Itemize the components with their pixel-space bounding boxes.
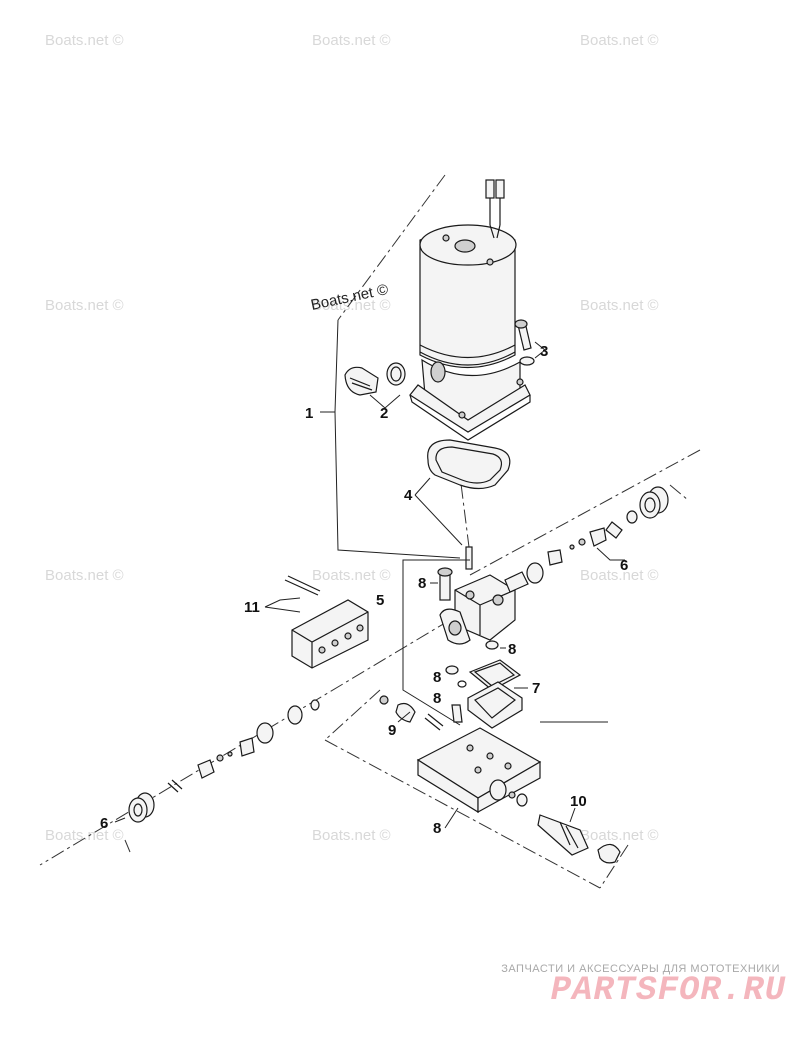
- watermark: Boats.net ©: [312, 827, 391, 844]
- watermark: Boats.net ©: [45, 567, 124, 584]
- check-valve-stack-left: [114, 699, 320, 823]
- valve-body-part-5: [402, 559, 529, 726]
- base-plate-part-8: [416, 727, 542, 829]
- watermark: Boats.net ©: [45, 297, 124, 314]
- callout-8-base-plate: 8: [433, 820, 441, 837]
- screw-part-8-top: [430, 567, 453, 601]
- spring-part-9: [379, 695, 444, 731]
- callout-9: 9: [388, 722, 396, 739]
- callout-8-spring: 8: [433, 690, 441, 707]
- watermark: Boats.net ©: [580, 827, 659, 844]
- assembly-axis-lines: [39, 174, 701, 889]
- partsfor-logo: PARTSFOR.RU: [550, 972, 786, 1010]
- watermark: Boats.net ©: [312, 297, 391, 314]
- watermark: Boats.net ©: [580, 297, 659, 314]
- callout-1: 1: [305, 405, 313, 422]
- watermark: Boats.net ©: [312, 32, 391, 49]
- callout-5: 5: [376, 592, 384, 609]
- callout-4: 4: [404, 487, 413, 504]
- plunger-part-10: [508, 791, 621, 864]
- fill-plug-part-2: [344, 362, 406, 409]
- callout-7: 7: [532, 680, 540, 697]
- orings-part-8: [445, 640, 506, 723]
- screw-washer-part-3: [514, 319, 546, 366]
- watermark: Boats.net ©: [312, 567, 391, 584]
- pin-block-part-11: [264, 575, 369, 669]
- gasket-part-4: [414, 439, 511, 546]
- callout-10: 10: [570, 793, 587, 810]
- callout-labels: 1 2 3 4 5 6 6 7 8 8 8 8 8 9 10 11: [100, 343, 628, 837]
- footer-tagline: ЗАПЧАСТИ И АКСЕССУАРЫ ДЛЯ МОТОТЕХНИКИ: [501, 963, 780, 975]
- watermark: Boats.net ©: [580, 567, 659, 584]
- watermark: Boats.net ©: [580, 32, 659, 49]
- callout-8-oring-right: 8: [508, 641, 516, 658]
- callout-6-left: 6: [100, 815, 108, 832]
- callout-8-oring-left: 8: [433, 669, 441, 686]
- callout-2: 2: [380, 405, 388, 422]
- watermark: Boats.net ©: [45, 827, 124, 844]
- watermark-layer: Boats.net © Boats.net © Boats.net © Boat…: [45, 32, 659, 844]
- cover-part-7: [467, 659, 528, 729]
- motor-assembly: [409, 179, 531, 441]
- callout-6-right: 6: [620, 557, 628, 574]
- callout-11: 11: [244, 599, 260, 616]
- callout-3: 3: [540, 343, 548, 360]
- check-valve-stack-right: [526, 486, 669, 584]
- callout-8-screw: 8: [418, 575, 426, 592]
- watermark: Boats.net ©: [45, 32, 124, 49]
